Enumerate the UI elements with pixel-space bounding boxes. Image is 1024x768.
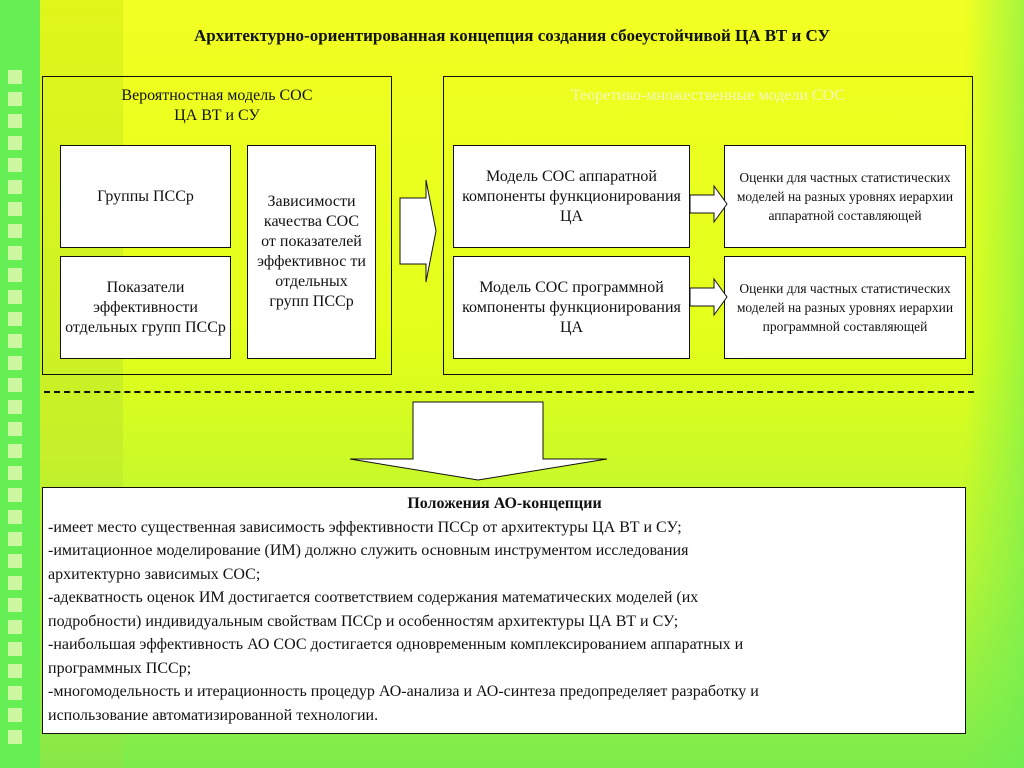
decorative-square xyxy=(8,312,22,326)
position-line: -многомодельность и итерационность проце… xyxy=(48,683,759,700)
box-software-estimates: Оценки для частных статистических моделе… xyxy=(724,256,966,359)
probabilistic-model-title-line1: Вероятностная модель СОС xyxy=(121,87,313,104)
decorative-square xyxy=(8,488,22,502)
box-software-model: Модель СОС программной компоненты функци… xyxy=(453,256,690,359)
set-theoretic-models-frame xyxy=(443,76,973,375)
decorative-square xyxy=(8,422,22,436)
box-efficiency-indicators: Показатели эффективности отдельных групп… xyxy=(60,256,231,359)
box-hardware-estimates-label: Оценки для частных статистических моделе… xyxy=(736,170,954,223)
right-arrow-hardware xyxy=(689,184,728,224)
box-pssr-groups: Группы ПССр xyxy=(60,145,231,248)
probabilistic-model-title-line2: ЦА ВТ и СУ xyxy=(174,107,260,124)
decorative-square xyxy=(8,356,22,370)
right-arrow-left-to-right-frame xyxy=(399,179,437,283)
decorative-square xyxy=(8,224,22,238)
slide-title: Архитектурно-ориентированная концепция с… xyxy=(193,26,831,45)
box-hardware-model: Модель СОС аппаратной компоненты функцио… xyxy=(453,145,690,248)
decorative-square xyxy=(8,686,22,700)
box-software-model-label: Модель СОС программной компоненты функци… xyxy=(462,278,681,336)
decorative-square xyxy=(8,576,22,590)
box-hardware-model-label: Модель СОС аппаратной компоненты функцио… xyxy=(462,167,681,225)
position-line: архитектурно зависимых СОС; xyxy=(48,565,261,583)
decorative-square xyxy=(8,598,22,612)
position-line: -наибольшая эффективность АО СОС достига… xyxy=(48,636,744,653)
decorative-square xyxy=(8,466,22,480)
decorative-square xyxy=(8,378,22,392)
decorative-square xyxy=(8,708,22,722)
dashed-separator xyxy=(44,391,974,393)
decorative-square xyxy=(8,180,22,194)
box-quality-dependencies-label: Зависимости качества СОС от показателей … xyxy=(257,193,366,310)
decorative-square xyxy=(8,642,22,656)
decorative-square xyxy=(8,136,22,150)
position-line: подробности) индивидуальным свойствам ПС… xyxy=(48,612,679,630)
decorative-square xyxy=(8,444,22,458)
decorative-square xyxy=(8,620,22,634)
box-software-estimates-label: Оценки для частных статистических моделе… xyxy=(736,281,954,334)
decorative-square xyxy=(8,92,22,106)
position-line: -имитационное моделирование (ИМ) должно … xyxy=(48,542,689,559)
decorative-square xyxy=(8,246,22,260)
concept-positions-heading: Положения АО-концепции xyxy=(407,495,602,512)
decorative-square xyxy=(8,664,22,678)
position-line: использование автоматизированной техноло… xyxy=(48,706,379,724)
probabilistic-model-frame xyxy=(42,76,392,375)
decorative-square xyxy=(8,554,22,568)
box-quality-dependencies: Зависимости качества СОС от показателей … xyxy=(247,145,376,359)
decorative-square xyxy=(8,532,22,546)
down-arrow-to-positions xyxy=(349,401,608,481)
box-efficiency-indicators-label: Показатели эффективности отдельных групп… xyxy=(65,278,226,336)
decorative-square xyxy=(8,202,22,216)
decorative-square xyxy=(8,114,22,128)
decorative-square xyxy=(8,158,22,172)
decorative-square xyxy=(8,510,22,524)
decorative-square xyxy=(8,70,22,84)
concept-positions-box: Положения АО-концепции -имеет место суще… xyxy=(42,487,966,734)
decorative-square xyxy=(8,268,22,282)
decorative-square xyxy=(8,730,22,744)
box-pssr-groups-label: Группы ПССр xyxy=(97,187,194,205)
position-line: -имеет место существенная зависимость эф… xyxy=(48,518,682,536)
decorative-square xyxy=(8,290,22,304)
right-arrow-software xyxy=(689,277,728,317)
position-line: -адекватность оценок ИМ достигается соот… xyxy=(48,589,699,606)
decorative-square xyxy=(8,334,22,348)
position-line: программных ПССр; xyxy=(48,659,192,677)
probabilistic-model-title: Вероятностная модель СОС ЦА ВТ и СУ xyxy=(42,86,392,126)
box-hardware-estimates: Оценки для частных статистических моделе… xyxy=(724,145,966,248)
decorative-square xyxy=(8,400,22,414)
set-theoretic-models-title: Теоретико-множественные модели СОС xyxy=(570,87,846,104)
